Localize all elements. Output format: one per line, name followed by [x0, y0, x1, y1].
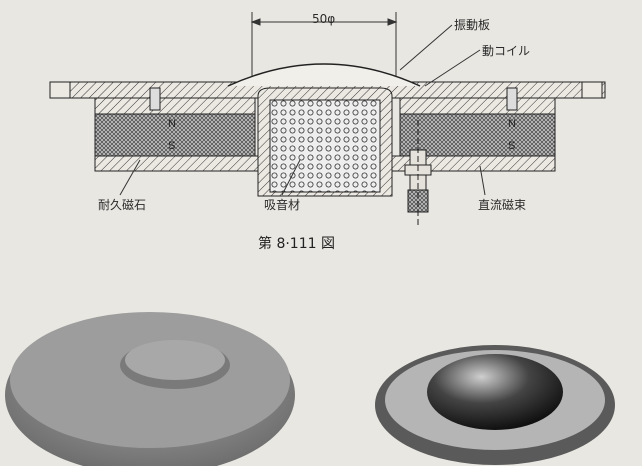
permanent-magnet-right	[399, 113, 556, 157]
permanent-magnet-label: 耐久磁石	[98, 198, 147, 212]
permanent-magnet-left	[94, 113, 256, 157]
photo-tweeter-frame	[5, 312, 295, 466]
absorbent-label: 吸音材	[264, 198, 301, 212]
photo-dome-diaphragm	[375, 345, 615, 465]
south-pole-left: S	[168, 140, 176, 152]
diaphragm-label: 振動板	[454, 18, 491, 32]
north-pole-right: N	[508, 118, 516, 130]
south-pole-right: S	[508, 140, 516, 152]
leader-lines	[119, 24, 486, 196]
diaphragm-dome	[227, 63, 421, 87]
terminal	[404, 120, 432, 225]
voice-coil-label: 動コイル	[482, 44, 531, 58]
dc-flux-label: 直流磁束	[478, 198, 527, 212]
sound-absorbent	[269, 99, 381, 193]
dimension-label: 50φ	[312, 12, 336, 26]
north-pole-left: N	[168, 118, 176, 130]
figure-caption: 第 8·111 図	[258, 236, 335, 252]
